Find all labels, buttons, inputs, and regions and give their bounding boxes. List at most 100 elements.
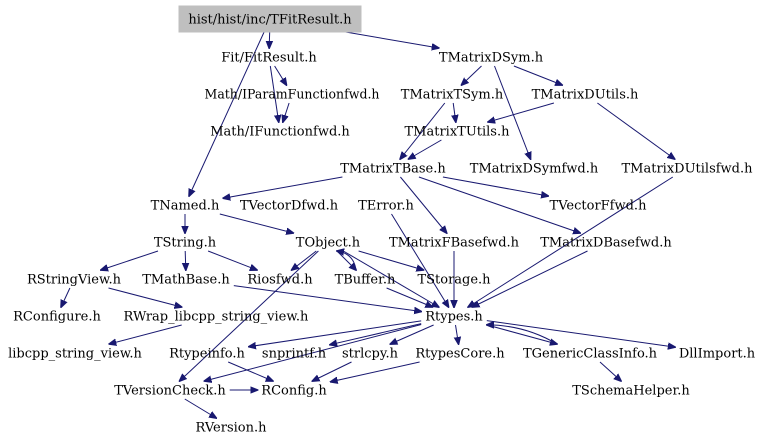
graph-node-rtypes[interactable]: Rtypes.h (425, 310, 483, 325)
edge-tgenericclassinfo-to-tschemahelper (599, 361, 621, 381)
graph-node-tmathbase[interactable]: TMathBase.h (142, 273, 230, 288)
graph-node-fitresult[interactable]: Fit/FitResult.h (221, 51, 317, 66)
graph-node-tstorage[interactable]: TStorage.h (417, 273, 491, 288)
edge-rtypes-to-rtypescore (456, 324, 459, 344)
node-layer: hist/hist/inc/TFitResult.hFit/FitResult.… (8, 5, 756, 436)
edge-rtypes-to-rtypeinfo (249, 320, 422, 347)
graph-node-tstring[interactable]: TString.h (154, 236, 217, 251)
graph-node-root[interactable]: hist/hist/inc/TFitResult.h (178, 5, 362, 33)
edge-tmathbase-to-rtypes (233, 285, 421, 312)
node-label: strlcpy.h (342, 347, 399, 362)
graph-node-tmatrixtutils[interactable]: TMatrixTUtils.h (404, 125, 510, 140)
edge-tobject-to-tstorage (358, 250, 424, 270)
graph-node-tversioncheck[interactable]: TVersionCheck.h (114, 384, 226, 399)
graph-node-tgenericclassinfo[interactable]: TGenericClassInfo.h (523, 347, 658, 362)
node-label: RStringView.h (27, 273, 122, 288)
graph-node-strlcpy[interactable]: strlcpy.h (342, 347, 399, 362)
edge-layer (61, 31, 675, 418)
graph-node-rtypeinfo[interactable]: Rtypeinfo.h (169, 347, 245, 362)
node-label: TMatrixDSymfwd.h (470, 162, 599, 177)
edge-rtypes-to-dllimport (486, 320, 675, 348)
graph-node-tobject[interactable]: TObject.h (296, 236, 361, 251)
edge-tnamed-to-tobject (219, 213, 293, 233)
graph-node-rversion[interactable]: RVersion.h (196, 421, 268, 436)
node-label: TNamed.h (151, 199, 220, 214)
graph-node-rconfig[interactable]: RConfig.h (261, 384, 327, 399)
graph-node-tschemahelper[interactable]: TSchemaHelper.h (572, 384, 690, 399)
graph-node-dllimport[interactable]: DllImport.h (679, 347, 756, 362)
edge-tgenericclassinfo-to-rtypes (487, 325, 558, 345)
node-label: TString.h (154, 236, 217, 251)
edge-tmatrixtbase-to-tmatrixfbasefwd (400, 176, 446, 233)
edge-strlcpy-to-rconfig (313, 361, 352, 381)
edge-tbuffer-to-tobject (337, 251, 357, 271)
edge-tmatrixtsym-to-tmatrixtutils (453, 102, 456, 122)
node-label: TMatrixTBase.h (340, 162, 446, 177)
graph-node-rwrap[interactable]: RWrap_libcpp_string_view.h (124, 310, 310, 325)
node-label: libcpp_string_view.h (8, 347, 142, 362)
node-label: Riosfwd.h (247, 273, 313, 288)
graph-node-tmatrixtbase[interactable]: TMatrixTBase.h (340, 162, 446, 177)
node-label: snprintf.h (262, 347, 327, 362)
edge-tmatrixdbasefwd-to-rtypes (473, 250, 588, 307)
graph-node-tnamed[interactable]: TNamed.h (151, 199, 220, 214)
node-label: TMathBase.h (142, 273, 230, 288)
node-label: RConfigure.h (13, 310, 101, 325)
graph-node-libcpp[interactable]: libcpp_string_view.h (8, 347, 142, 362)
edge-fitresult-to-iparamfwd (274, 65, 287, 85)
edge-tstring-to-riosfwd (207, 250, 257, 270)
node-label: TMatrixTSym.h (401, 88, 504, 103)
node-label: RWrap_libcpp_string_view.h (124, 310, 310, 325)
graph-node-terror[interactable]: TError.h (358, 199, 414, 214)
edge-rtypes-to-strlcpy (390, 324, 434, 344)
graph-node-tvectordfwd[interactable]: TVectorDfwd.h (240, 199, 339, 214)
graph-node-rstringview[interactable]: RStringView.h (27, 273, 122, 288)
node-label: RtypesCore.h (415, 347, 505, 362)
edge-rtypes-to-tversioncheck (205, 324, 422, 382)
graph-node-tmatrixfbasefwd[interactable]: TMatrixFBasefwd.h (389, 236, 520, 251)
graph-node-tmatrixdsymfwd[interactable]: TMatrixDSymfwd.h (470, 162, 599, 177)
edge-rtypes-to-tgenericclassinfo (486, 324, 557, 344)
node-label: TMatrixDUtils.h (532, 88, 639, 103)
graph-node-tvectorffwd[interactable]: TVectorFfwd.h (550, 199, 648, 214)
node-label: DllImport.h (679, 347, 756, 362)
edge-tmatrixdsym-to-tmatrixtsym (462, 65, 482, 85)
edge-tmatrixdutils-to-tmatrixdutilsfwd (597, 102, 674, 159)
node-label: RConfig.h (261, 384, 327, 399)
graph-node-riosfwd[interactable]: Riosfwd.h (247, 273, 313, 288)
edge-tobject-to-tversioncheck (180, 250, 319, 381)
edge-root-to-fitresult (269, 31, 270, 48)
edge-tstring-to-rstringview (101, 250, 159, 270)
edge-tversioncheck-to-rversion (184, 398, 216, 418)
edge-tmatrixtbase-to-tmatrixdbasefwd (418, 176, 580, 233)
edge-tmatrixtbase-to-tvectorffwd (442, 176, 548, 196)
graph-node-rtypescore[interactable]: RtypesCore.h (415, 347, 505, 362)
node-label: TVersionCheck.h (114, 384, 226, 399)
edge-tmatrixdutilsfwd-to-rtypes (468, 176, 674, 307)
node-label: TError.h (358, 199, 414, 214)
edge-fitresult-to-ifunctionfwd (269, 65, 278, 122)
edge-rstringview-to-rconfigure (61, 287, 71, 307)
edge-terror-to-rtypes (391, 213, 449, 307)
edge-rstringview-to-rwrap (108, 287, 182, 307)
graph-node-tmatrixtsym[interactable]: TMatrixTSym.h (401, 88, 504, 103)
graph-node-tmatrixdsym[interactable]: TMatrixDSym.h (439, 51, 544, 66)
graph-node-tmatrixdutils[interactable]: TMatrixDUtils.h (532, 88, 639, 103)
edge-tmatrixtsym-to-tmatrixtbase (400, 102, 446, 159)
node-label: Fit/FitResult.h (221, 51, 317, 66)
node-label: TSchemaHelper.h (572, 384, 690, 399)
node-label: TMatrixDUtilsfwd.h (621, 162, 753, 177)
edge-tmatrixdsym-to-tmatrixdutils (513, 65, 562, 85)
graph-node-snprintf[interactable]: snprintf.h (262, 347, 327, 362)
edge-tobject-to-riosfwd (292, 250, 317, 270)
node-label: Rtypes.h (425, 310, 483, 325)
edge-tmatrixdutils-to-tmatrixtutils (488, 102, 555, 122)
graph-node-rconfigure[interactable]: RConfigure.h (13, 310, 101, 325)
edge-rtypeinfo-to-rconfig (228, 361, 273, 381)
graph-node-tmatrixdutilsfwd[interactable]: TMatrixDUtilsfwd.h (621, 162, 753, 177)
graph-node-ifunctionfwd[interactable]: Math/IFunctionfwd.h (210, 125, 350, 140)
graph-node-iparamfwd[interactable]: Math/IParamFunctionfwd.h (205, 88, 381, 103)
graph-node-tbuffer[interactable]: TBuffer.h (335, 273, 396, 288)
graph-node-tmatrixdbasefwd[interactable]: TMatrixDBasefwd.h (540, 236, 672, 251)
